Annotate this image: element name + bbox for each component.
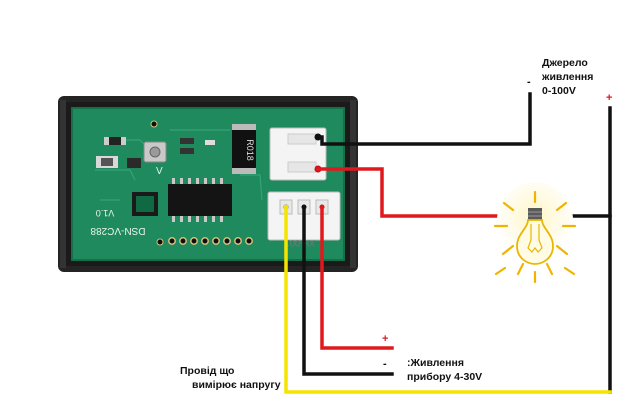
- wire-source-negative: [316, 92, 532, 146]
- wire-device-positive: [320, 205, 394, 350]
- device-minus-sign: -: [383, 358, 387, 370]
- wire-sense-yellow: [284, 205, 612, 394]
- voltmeter-module: R018 DSN-VC288 V1.0 V: [58, 96, 358, 272]
- sense-wire-label: Провід що вимірює напругу: [180, 364, 281, 392]
- board-version-text: V1.0: [96, 208, 115, 218]
- power-source-line2: живлення: [542, 71, 594, 83]
- wire-load-positive: [316, 167, 524, 218]
- power-source-line1: Джерело: [542, 57, 588, 69]
- wire-device-negative: [302, 205, 394, 376]
- sense-wire-line1: Провід що: [180, 365, 235, 377]
- bulb-icon: [493, 182, 577, 284]
- source-plus-sign: +: [606, 92, 613, 104]
- connector-label: XK-001: [285, 238, 315, 248]
- shunt-resistor: [232, 124, 256, 174]
- resistor-label: R018: [245, 139, 255, 161]
- power-source-label: Джерело живлення 0-100V: [542, 56, 593, 98]
- device-plus-sign: +: [382, 333, 389, 345]
- device-power-line2: прибору 4-30V: [407, 371, 483, 383]
- power-source-line3: 0-100V: [542, 85, 576, 97]
- smd-component: [104, 137, 126, 145]
- sense-wire-line2: вимірює напругу: [192, 379, 281, 391]
- board-model-text: DSN-VC288: [90, 225, 145, 236]
- source-minus-sign: -: [527, 76, 531, 88]
- device-power-label: :Живлення прибору 4-30V: [407, 356, 482, 384]
- v-symbol: V: [156, 166, 163, 177]
- wires: [284, 92, 612, 394]
- pin-header-row: [168, 237, 253, 245]
- device-power-line1: :Живлення: [407, 357, 464, 369]
- ic-chip: [168, 184, 232, 216]
